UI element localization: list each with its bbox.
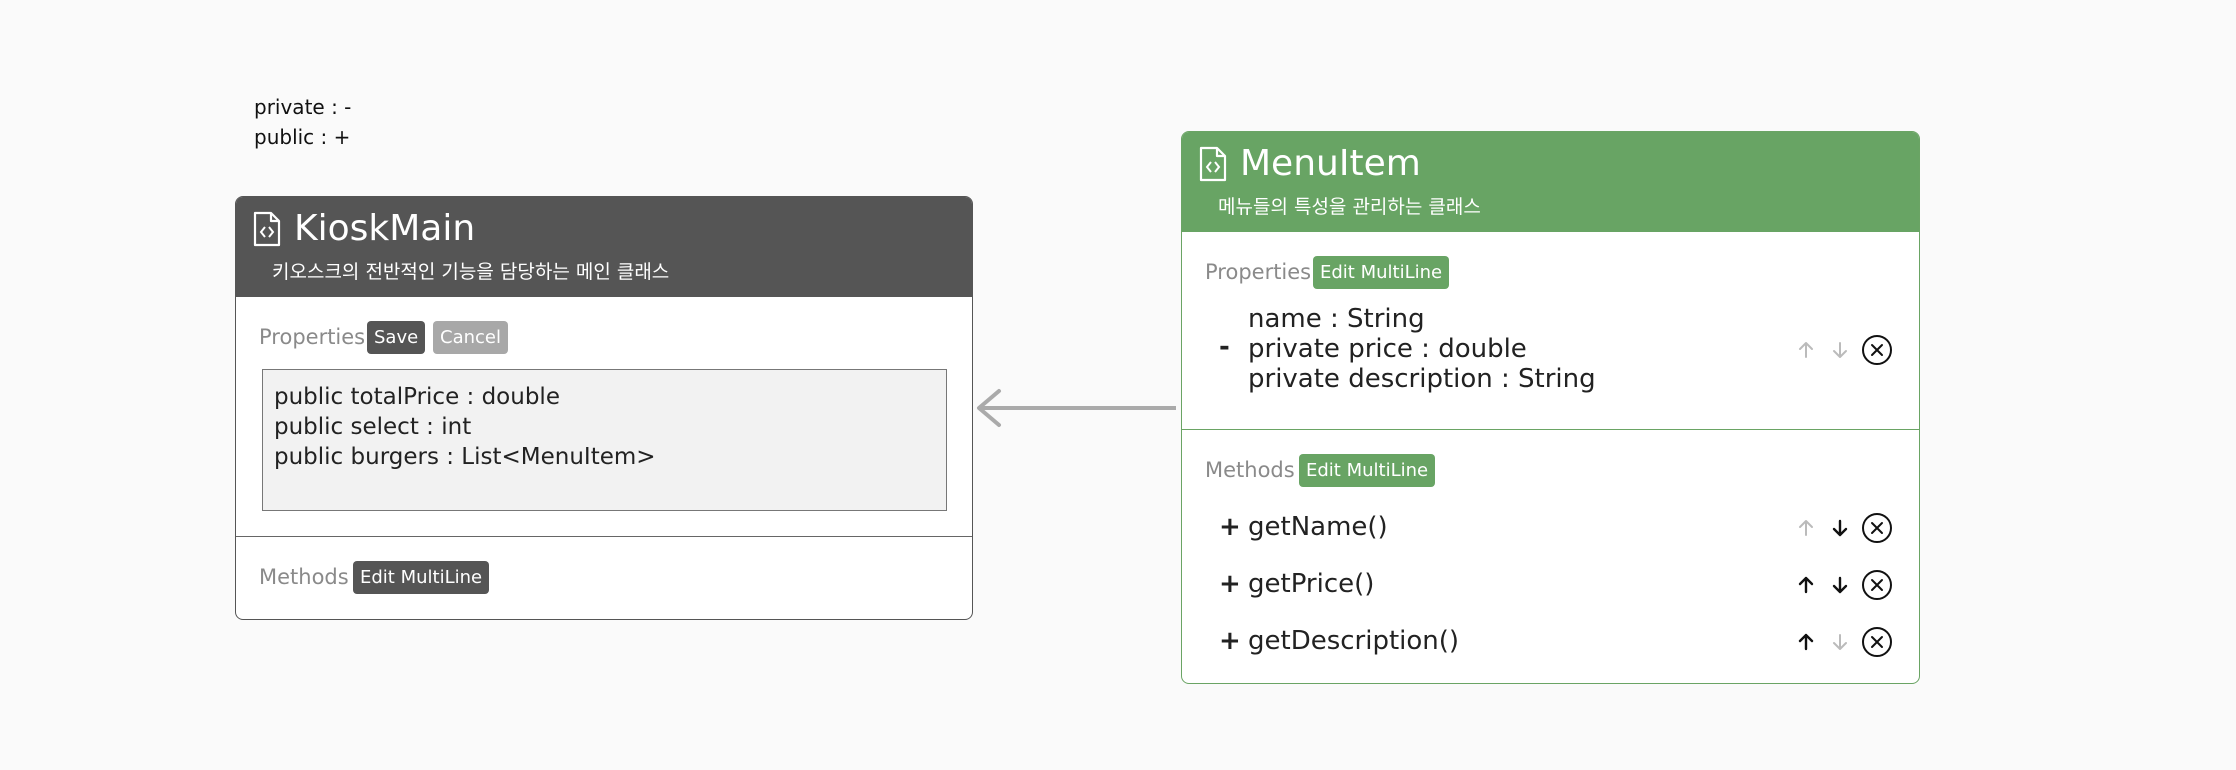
save-button[interactable]: Save [367, 321, 426, 354]
association-arrow [977, 389, 1176, 427]
delete-icon[interactable] [1861, 512, 1893, 544]
visibility-marker: - [1219, 332, 1230, 362]
properties-section: Properties Save Cancel public totalPrice… [236, 297, 972, 537]
property-line: public burgers : List<MenuItem> [274, 444, 656, 470]
move-up-icon[interactable] [1794, 630, 1818, 654]
methods-section: Methods Edit MultiLine [236, 537, 972, 619]
move-down-icon [1828, 338, 1852, 362]
legend-public: public : + [254, 125, 351, 149]
class-title: KioskMain [294, 208, 476, 249]
cancel-button[interactable]: Cancel [433, 321, 508, 354]
move-down-icon[interactable] [1828, 573, 1852, 597]
class-description: 키오스크의 전반적인 기능을 담당하는 메인 클래스 [272, 261, 670, 283]
method-row[interactable]: + getName() [1182, 504, 1919, 554]
methods-label: Methods [259, 565, 349, 589]
class-header: KioskMain 키오스크의 전반적인 기능을 담당하는 메인 클래스 [236, 197, 972, 297]
visibility-marker: + [1219, 512, 1241, 542]
properties-label: Properties [1205, 260, 1312, 284]
method-row[interactable]: + getDescription() [1182, 618, 1919, 668]
properties-editor[interactable]: public totalPrice : double public select… [262, 369, 947, 511]
delete-icon[interactable] [1861, 334, 1893, 366]
edit-multiline-button[interactable]: Edit MultiLine [1299, 454, 1436, 487]
properties-label: Properties [259, 325, 366, 349]
method-name: getPrice() [1248, 569, 1375, 599]
properties-section: Properties Edit MultiLine - name : Strin… [1182, 232, 1919, 430]
class-card-menuitem[interactable]: MenuItem 메뉴들의 특성을 관리하는 클래스 Properties Ed… [1181, 131, 1920, 684]
property-line: name : String [1248, 304, 1425, 334]
edit-multiline-button[interactable]: Edit MultiLine [353, 561, 490, 594]
class-description: 메뉴들의 특성을 관리하는 클래스 [1218, 196, 1481, 218]
class-card-kioskmain[interactable]: KioskMain 키오스크의 전반적인 기능을 담당하는 메인 클래스 Pro… [235, 196, 973, 620]
property-line: public select : int [274, 414, 472, 440]
legend-private: private : - [254, 95, 352, 119]
code-file-icon [253, 211, 281, 247]
delete-icon[interactable] [1861, 626, 1893, 658]
class-title: MenuItem [1240, 143, 1421, 184]
edit-multiline-button[interactable]: Edit MultiLine [1313, 256, 1450, 289]
class-header: MenuItem 메뉴들의 특성을 관리하는 클래스 [1182, 132, 1919, 232]
move-down-icon [1828, 630, 1852, 654]
property-line: private price : double [1248, 334, 1527, 364]
method-row[interactable]: + getPrice() [1182, 561, 1919, 611]
delete-icon[interactable] [1861, 569, 1893, 601]
property-lines[interactable]: name : String private price : double pri… [1248, 304, 1596, 394]
move-up-icon [1794, 338, 1818, 362]
move-down-icon[interactable] [1828, 516, 1852, 540]
move-up-icon[interactable] [1794, 573, 1818, 597]
property-line: private description : String [1248, 364, 1596, 394]
methods-section: Methods Edit MultiLine + getName() + get… [1182, 430, 1919, 683]
method-name: getName() [1248, 512, 1388, 542]
methods-label: Methods [1205, 458, 1295, 482]
code-file-icon [1199, 146, 1227, 182]
method-name: getDescription() [1248, 626, 1460, 656]
visibility-marker: + [1219, 626, 1241, 656]
property-line: public totalPrice : double [274, 384, 560, 410]
visibility-marker: + [1219, 569, 1241, 599]
visibility-legend: private : - public : + [254, 92, 351, 152]
move-up-icon [1794, 516, 1818, 540]
